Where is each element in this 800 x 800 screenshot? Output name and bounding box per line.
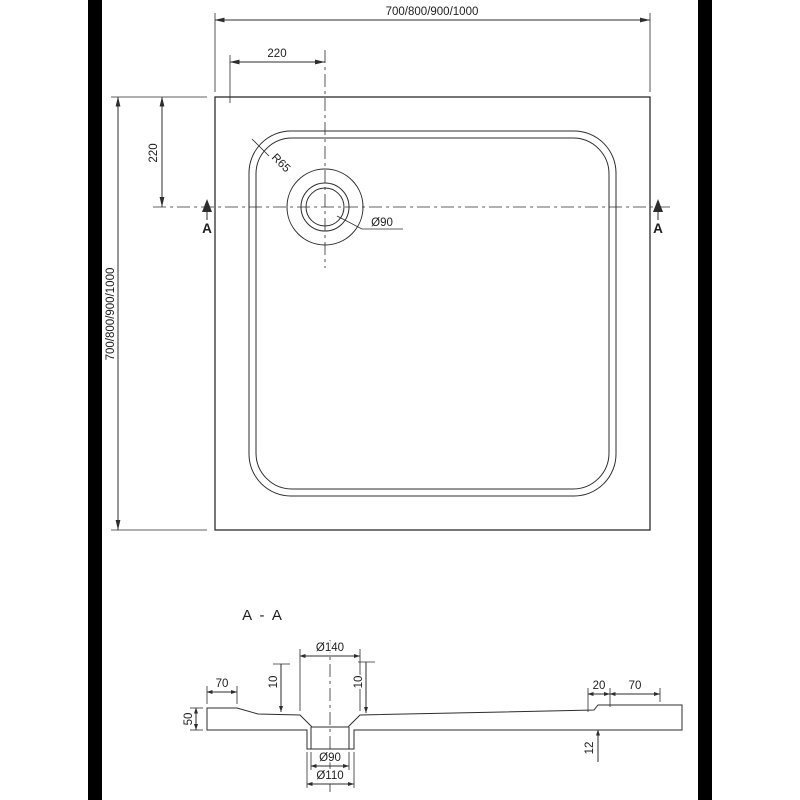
dim-drain-hole: Ø90: [310, 751, 350, 770]
section-arrow-icon: [653, 199, 663, 212]
tray-outer-edge: [214, 96, 651, 531]
corner-radius-label: R65: [269, 152, 292, 175]
dim-drain-offset-horizontal: 220: [229, 47, 325, 103]
left-rim-label: 70: [216, 678, 229, 690]
rim-height-label: 10: [268, 676, 280, 689]
left-edge-height-label: 50: [183, 713, 195, 726]
dim-left-edge-height: 50: [182, 707, 203, 731]
dim-right-rim: 70: [609, 679, 661, 702]
drain-hole-label: Ø90: [319, 752, 341, 764]
drain-inner-circle: [305, 187, 345, 227]
right-step-label: 20: [593, 680, 606, 692]
callout-drain-diameter: Ø90: [336, 215, 403, 231]
right-black-bar: [698, 0, 712, 800]
dim-recess-diameter: Ø140: [299, 641, 361, 711]
drain-offset-vertical-label: 220: [148, 143, 160, 162]
recess-diameter-label: Ø140: [316, 642, 344, 654]
dim-recess-depth: 10: [352, 661, 375, 713]
overall-width-label: 700/800/900/1000: [386, 6, 479, 18]
tray-rim-inner-line: [255, 137, 610, 490]
dim-overall-width: 700/800/900/1000: [214, 5, 651, 92]
leader-line: [336, 215, 403, 230]
section-arrow-icon: [202, 199, 212, 212]
dim-right-step: 20: [587, 679, 611, 712]
section-profile: [206, 704, 683, 750]
dim-base-thickness: 12: [583, 729, 600, 762]
section-title: A - A: [242, 607, 284, 624]
base-thickness-label: 12: [584, 742, 596, 755]
right-rim-label: 70: [629, 680, 642, 692]
dim-rim-height: 10: [267, 663, 290, 712]
overall-height-label: 700/800/900/1000: [105, 268, 117, 361]
section-letter-right: A: [653, 221, 663, 236]
section-marker-right: A: [653, 199, 663, 236]
drain-outer-circle: [286, 168, 364, 246]
drain-offset-horizontal-label: 220: [267, 48, 286, 60]
dim-left-rim: 70: [206, 677, 238, 704]
section-letter-left: A: [202, 221, 212, 236]
section-view: A - A Ø140 70 1: [182, 607, 683, 792]
drain-flange-label: Ø110: [316, 770, 343, 782]
drain-diameter-label: Ø90: [371, 217, 393, 229]
dim-overall-height: 700/800/900/1000: [104, 96, 207, 531]
leader-line: [251, 138, 270, 157]
section-marker-left: A: [202, 199, 212, 236]
tray-rim-outer-line: [248, 130, 617, 497]
left-black-bar: [88, 0, 102, 800]
recess-depth-label: 10: [353, 676, 365, 689]
dim-drain-flange: Ø110: [306, 752, 355, 788]
dim-drain-offset-vertical: 220: [147, 96, 165, 207]
drain-middle-circle: [300, 182, 350, 232]
plan-view: 700/800/900/1000 700/800/900/1000 220 22…: [104, 5, 670, 531]
